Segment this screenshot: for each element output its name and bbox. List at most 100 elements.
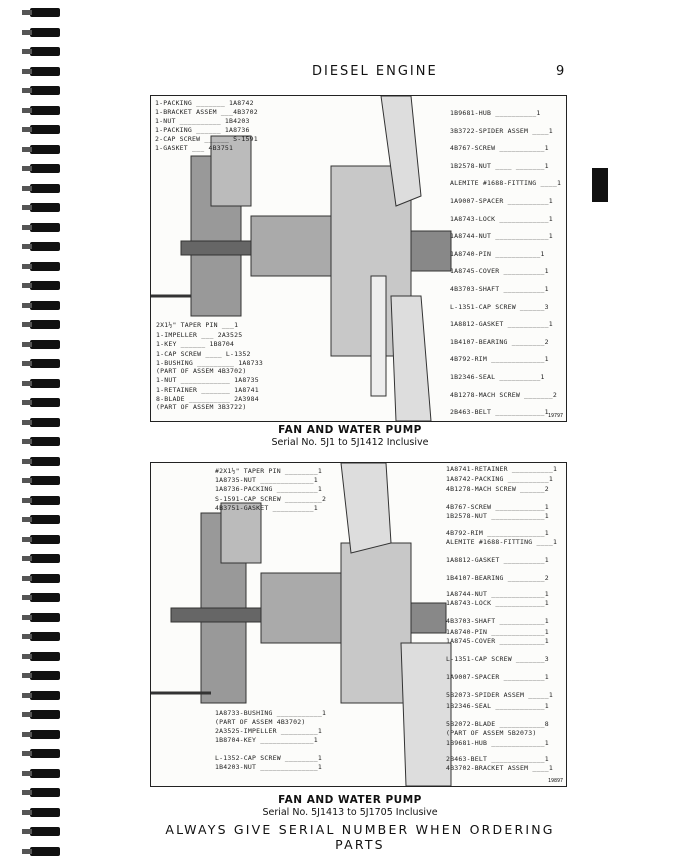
part-label: 1A8744-NUT _____________1 <box>446 590 549 598</box>
part-label: 4B1278-MACH SCREW _______2 <box>450 390 557 399</box>
binder-ring <box>22 632 60 641</box>
footer-notice: ALWAYS GIVE SERIAL NUMBER WHEN ORDERING … <box>165 822 555 852</box>
binder-ring <box>22 144 60 154</box>
part-label: 1A8735-NUT _____________1 <box>215 476 318 484</box>
binder-ring <box>22 105 60 115</box>
part-label: (PART OF ASSEM 4B3702) <box>215 718 306 726</box>
part-label: 1-PACKING ______ 1A8736 <box>155 126 250 134</box>
binder-ring <box>22 222 60 232</box>
part-label: 1-BRACKET ASSEM ___4B3702 <box>155 108 258 116</box>
part-label: ALEMITE #1688-FITTING ____1 <box>450 179 562 188</box>
binder-ring <box>22 339 60 349</box>
binder-ring <box>22 846 60 856</box>
part-label: 1-GASKET ___ 4B3751 <box>155 144 234 152</box>
binder-ring <box>22 437 60 446</box>
binder-ring <box>22 690 60 700</box>
part-label: 4B3702-BRACKET ASSEM ____1 <box>446 764 553 772</box>
part-label: 1B9681-HUB _____________1 <box>446 739 549 747</box>
binder-ring <box>22 495 60 505</box>
part-label: 1-IMPELLER ___ 2A3525 <box>156 331 243 339</box>
part-label: 1-KEY ______ 1B8704 <box>156 340 235 348</box>
part-label: 1A8741-RETAINER __________1 <box>446 465 558 473</box>
binder-ring <box>22 593 60 602</box>
part-label: 1-CAP SCREW ____ L-1352 <box>156 350 251 358</box>
part-label: 2B463-BELT _____________1 <box>446 755 549 763</box>
binder-ring <box>22 47 60 56</box>
part-label: 1A8812-GASKET __________1 <box>446 556 549 564</box>
index-tab-marker <box>592 168 608 202</box>
binder-ring <box>22 476 60 485</box>
binder-ring <box>22 612 60 622</box>
part-label: (PART OF ASSEM 3B3722) <box>156 403 247 411</box>
part-label: 2A3525-IMPELLER _________1 <box>215 727 322 735</box>
part-label: 1B4107-BEARING _________2 <box>446 574 549 582</box>
part-label: L-1352-CAP SCREW ________1 <box>215 754 322 762</box>
binder-ring <box>22 534 60 544</box>
binder-ring <box>22 515 60 524</box>
binder-ring <box>22 300 60 310</box>
binder-ring <box>22 554 60 563</box>
drawing-number-1: 19797 <box>548 413 564 419</box>
part-label: 4B792-RIM ______________1 <box>446 529 549 537</box>
part-label: (PART OF ASSEM 5B2073) <box>446 729 537 737</box>
binder-ring <box>22 359 60 368</box>
binder-ring <box>22 573 60 583</box>
binder-ring <box>22 729 60 739</box>
binder-ring <box>22 671 60 680</box>
page-number: 9 <box>556 64 567 79</box>
binder-ring <box>22 242 60 251</box>
figure-2-fan-water-pump <box>150 462 567 787</box>
binder-ring <box>22 66 60 76</box>
binder-ring <box>22 281 60 290</box>
part-label: L-1351-CAP SCREW _______3 <box>446 655 549 663</box>
part-label: 1A8743-LOCK ____________1 <box>446 599 549 607</box>
part-label: 1-BUSHING _________ 1A8733 <box>156 359 263 367</box>
part-label: 3B3722-SPIDER ASSEM ____1 <box>450 126 553 135</box>
figure-1-serial: Serial No. 5J1 to 5J1412 Inclusive <box>271 437 429 448</box>
binder-ring <box>22 788 60 797</box>
part-label: 1A8812-GASKET __________1 <box>450 320 553 329</box>
binder-ring <box>22 768 60 778</box>
part-label: 1A9007-SPACER __________1 <box>450 197 553 205</box>
pump-drawing-2 <box>151 463 452 786</box>
part-label: 1B2346-SEAL __________1 <box>450 373 545 381</box>
binder-ring <box>22 749 60 758</box>
part-label: #2X1½" TAPER PIN ________1 <box>215 467 322 475</box>
figure-1-caption: FAN AND WATER PUMP <box>278 424 422 436</box>
part-label: 1-RETAINER _______ 1A8741 <box>156 386 259 394</box>
part-label: 1A8736-PACKING __________1 <box>215 485 322 493</box>
part-label: L-1351-CAP SCREW ______3 <box>450 302 549 311</box>
part-label: 1-NUT ____________ 1A8735 <box>156 376 259 384</box>
part-label: 4B3751-GASKET __________1 <box>215 504 318 512</box>
binder-ring <box>22 378 60 388</box>
part-label: 4B1278-MACH SCREW ______2 <box>446 485 549 493</box>
binder-ring <box>22 27 60 37</box>
figure-2-caption: FAN AND WATER PUMP <box>278 794 422 806</box>
part-label: 2-CAP SCREW ______ S-1591 <box>155 135 258 143</box>
part-label: 5B2072-BLADE ___________8 <box>446 720 549 728</box>
part-label: 1B2578-NUT _____________1 <box>446 512 549 520</box>
binder-ring <box>22 398 60 407</box>
binder-ring <box>22 261 60 271</box>
part-label: 1A9007-SPACER __________1 <box>446 673 549 681</box>
part-label: 1A8745-COVER __________1 <box>450 267 549 276</box>
part-label: 1A8743-LOCK ____________1 <box>450 214 553 223</box>
part-label: 1B2578-NUT ____ _______1 <box>450 161 549 170</box>
binder-ring <box>22 320 60 329</box>
binder-ring <box>22 203 60 212</box>
part-label: 1B9681-HUB __________1 <box>450 109 541 117</box>
part-label: 1B4203-NUT ______________1 <box>215 763 322 771</box>
binder-ring <box>22 8 60 17</box>
figure-2-serial: Serial No. 5J1413 to 5J1705 Inclusive <box>262 807 438 818</box>
part-label: 4B767-SCREW ___________1 <box>450 144 549 153</box>
part-label: 1-PACKING _______ 1A8742 <box>155 99 254 107</box>
part-label: 1B4107-BEARING ________2 <box>450 337 549 346</box>
binder-ring <box>22 86 60 95</box>
part-label: 2X1½" TAPER PIN ___1 <box>156 321 239 329</box>
binder-ring <box>22 183 60 193</box>
part-label: 8-BLADE __________ 2A3984 <box>156 395 259 403</box>
part-label: 4B3703-SHAFT __________1 <box>450 285 549 293</box>
binder-ring <box>22 651 60 661</box>
part-label: (PART OF ASSEM 4B3702) <box>156 367 247 375</box>
part-label: 1A8740-PIN _____________1 <box>446 628 549 636</box>
